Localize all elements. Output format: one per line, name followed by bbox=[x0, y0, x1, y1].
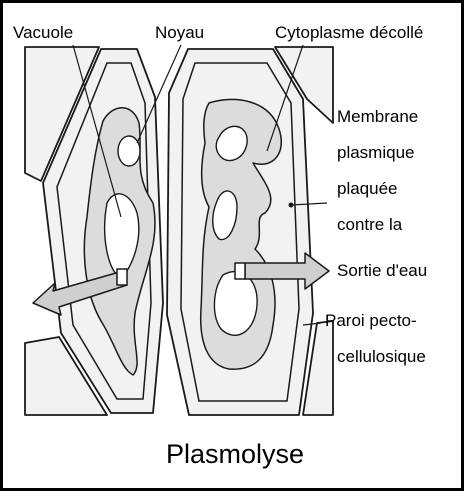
membrane-dot bbox=[289, 203, 294, 208]
cell-wall-network bbox=[25, 47, 333, 415]
plasmolysis-illustration bbox=[3, 3, 464, 494]
label-membrane-4: contre la bbox=[337, 215, 402, 235]
label-paroi-1: Paroi pecto- bbox=[325, 311, 417, 331]
label-cytoplasme: Cytoplasme décollé bbox=[275, 23, 423, 43]
noyau-left bbox=[118, 136, 140, 166]
arrow-right-stub bbox=[235, 263, 245, 279]
label-membrane-1: Membrane bbox=[337, 107, 418, 127]
label-membrane-3: plaquée bbox=[337, 179, 398, 199]
vacuole-right-bottom bbox=[214, 272, 257, 336]
caption-plasmolyse: Plasmolyse bbox=[3, 439, 464, 470]
label-membrane-2: plasmique bbox=[337, 143, 415, 163]
arrow-left-stub bbox=[117, 269, 127, 285]
label-paroi-2: cellulosique bbox=[337, 347, 426, 367]
label-sortie-eau: Sortie d'eau bbox=[337, 261, 427, 281]
label-vacuole: Vacuole bbox=[13, 23, 73, 43]
label-noyau: Noyau bbox=[155, 23, 204, 43]
